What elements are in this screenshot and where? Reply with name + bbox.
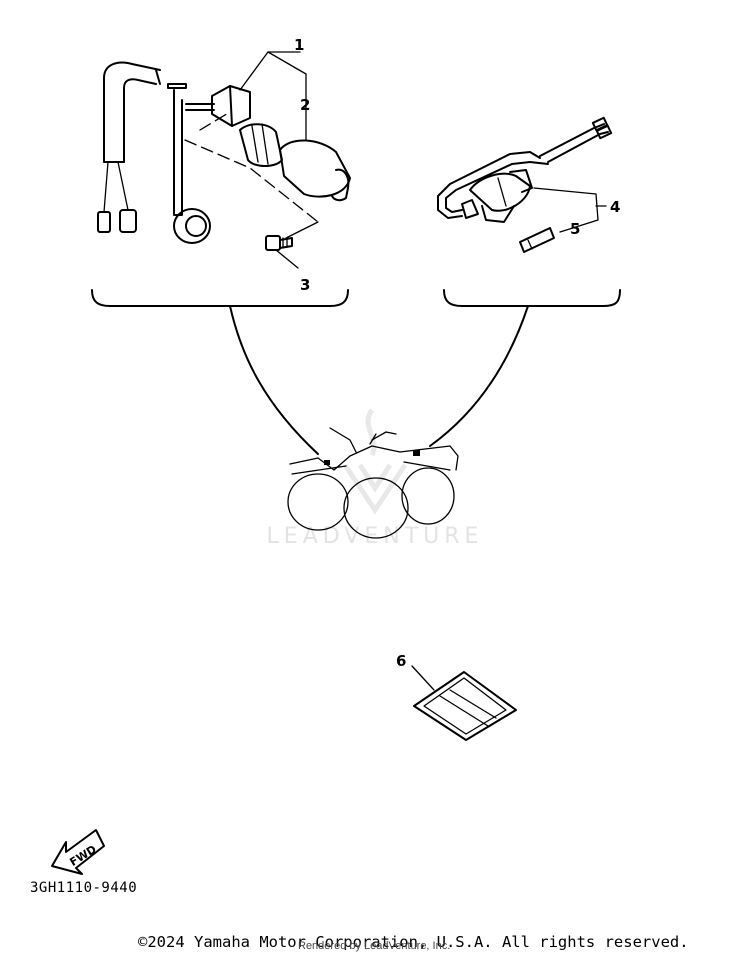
callout-2: 2 <box>300 96 310 114</box>
label-card-part <box>411 665 517 741</box>
diagram-code: 3GH1110-9440 <box>30 880 138 896</box>
callout-1: 1 <box>294 36 304 54</box>
callout-5: 5 <box>570 220 580 238</box>
left-bracket <box>91 289 349 307</box>
right-bracket <box>443 289 621 307</box>
callout-4: 4 <box>610 198 620 216</box>
fwd-arrow-icon: FWD <box>51 829 105 875</box>
bolt-part <box>265 221 319 251</box>
watermark-text: LEADVENTURE <box>266 524 484 549</box>
fuel-sender-assembly <box>97 61 351 244</box>
copyright-notice: ©2024 Yamaha Motor Corporation, U.S.A. A… <box>138 933 689 951</box>
watermark-logo-icon <box>342 408 408 515</box>
leader-line-right <box>429 305 529 447</box>
rendered-by-notice: Rendered by LeadVenture, Inc. <box>298 940 451 952</box>
leader-line-left <box>229 305 319 455</box>
atv-outline <box>287 427 459 539</box>
callout-6: 6 <box>396 652 406 670</box>
switch-assembly <box>437 116 613 223</box>
callout-3: 3 <box>300 276 310 294</box>
fuse-part <box>519 227 555 253</box>
